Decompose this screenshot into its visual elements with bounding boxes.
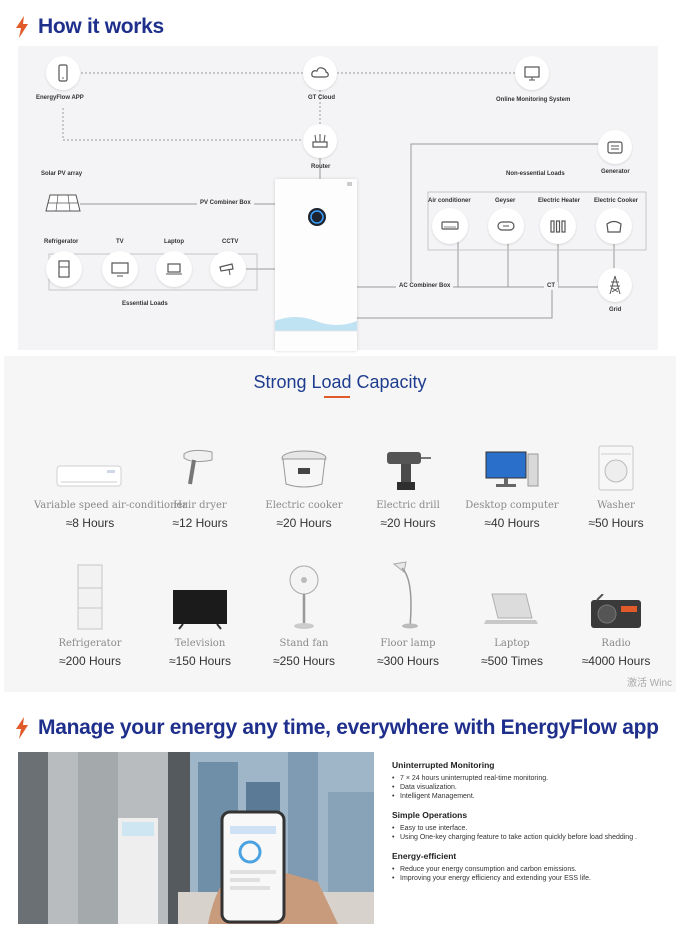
cctv-icon xyxy=(210,251,246,287)
laptop-label: Laptop xyxy=(164,239,184,245)
features-panel: Uninterrupted Monitoring 7 × 24 hours un… xyxy=(392,760,672,892)
cooker-label: Electric Cooker xyxy=(594,198,639,204)
load-item: Electric cooker ≈20 Hours xyxy=(248,440,360,530)
feature-list: Easy to use interface. Using One-key cha… xyxy=(392,824,672,842)
load-item: Laptop ≈500 Times xyxy=(456,564,568,668)
inverter-unit xyxy=(275,179,357,351)
phone-icon xyxy=(46,56,80,90)
feature-point: Data visualization. xyxy=(392,783,672,792)
title-underline xyxy=(324,396,350,398)
laptop-node-icon xyxy=(156,251,192,287)
washer-icon xyxy=(598,445,634,491)
feature-point: 7 × 24 hours uninterrupted real-time mon… xyxy=(392,774,672,783)
aircon-icon xyxy=(432,208,468,244)
capacity-title: Strong Load Capacity xyxy=(253,372,427,392)
solar-panel-icon xyxy=(44,186,82,220)
lightning-icon xyxy=(16,717,28,739)
grid-label: Grid xyxy=(609,307,622,313)
load-item: Hair dryer ≈12 Hours xyxy=(144,440,256,530)
solar-label: Solar PV array xyxy=(41,171,83,177)
feature-list: 7 × 24 hours uninterrupted real-time mon… xyxy=(392,774,672,801)
app-in-use-photo xyxy=(18,752,374,924)
refrigerator-icon xyxy=(77,564,103,630)
essential-loads-label: Essential Loads xyxy=(122,301,168,307)
cooker-icon xyxy=(596,208,632,244)
refrigerator-label: Refrigerator xyxy=(44,239,79,245)
radio-icon xyxy=(591,594,641,628)
generator-label: Generator xyxy=(601,169,630,175)
tv-label: TV xyxy=(116,239,124,245)
desktop-icon xyxy=(485,451,539,487)
load-item: Floor lamp ≈300 Hours xyxy=(352,561,464,668)
watermark-text: 激活 Winc xyxy=(627,678,672,689)
feature-point: Using One-key charging feature to take a… xyxy=(392,833,672,842)
fan-icon xyxy=(289,565,319,629)
cloud-label: GT Cloud xyxy=(308,95,335,101)
load-item: Radio ≈4000 Hours xyxy=(560,564,672,668)
section-title: How it works xyxy=(38,15,164,38)
load-item: Desktop computer ≈40 Hours xyxy=(456,440,568,530)
generator-icon xyxy=(598,130,632,164)
load-item: Variable speed air-conditioner ≈8 Hours xyxy=(34,440,187,530)
geyser-icon xyxy=(488,208,524,244)
feature-title: Uninterrupted Monitoring xyxy=(392,760,495,770)
cloud-icon xyxy=(303,56,337,90)
lightning-icon xyxy=(16,16,28,38)
load-item: Refrigerator ≈200 Hours xyxy=(34,564,146,668)
heater-label: Electric Heater xyxy=(538,198,581,204)
feature-title: Simple Operations xyxy=(392,810,468,820)
geyser-label: Geyser xyxy=(495,198,516,204)
feature-title: Energy-efficient xyxy=(392,851,457,861)
non-essential-label: Non-essential Loads xyxy=(506,171,565,177)
tv-icon xyxy=(102,251,138,287)
air-conditioner-icon xyxy=(56,465,122,487)
monitoring-label: Online Monitoring System xyxy=(496,97,571,103)
drill-icon xyxy=(387,452,431,490)
monitor-icon xyxy=(515,56,549,90)
system-diagram: EnergyFlow APP GT Cloud Online Monitorin… xyxy=(18,46,658,351)
load-capacity-section: Strong Load Capacity Variable speed air-… xyxy=(4,356,676,692)
feature-list: Reduce your energy consumption and carbo… xyxy=(392,865,672,883)
app-section-heading: Manage your energy any time, everywhere … xyxy=(14,716,659,740)
cctv-label: CCTV xyxy=(222,239,239,245)
app-label: EnergyFlow APP xyxy=(36,95,84,101)
feature-point: Improving your energy efficiency and ext… xyxy=(392,874,672,883)
lamp-icon xyxy=(392,561,418,629)
television-icon xyxy=(173,590,227,630)
feature-point: Intelligent Management. xyxy=(392,792,672,801)
rice-cooker-icon xyxy=(281,450,327,488)
load-item: Stand fan ≈250 Hours xyxy=(248,564,360,668)
fridge-icon xyxy=(46,251,82,287)
router-label: Router xyxy=(311,164,331,170)
grid-icon xyxy=(598,268,632,302)
load-item: Washer ≈50 Hours xyxy=(560,440,672,530)
load-item: Television ≈150 Hours xyxy=(144,564,256,668)
ac-combiner-label: AC Combiner Box xyxy=(396,282,454,290)
load-item: Electric drill ≈20 Hours xyxy=(352,440,464,530)
heater-icon xyxy=(540,208,576,244)
section-title: Manage your energy any time, everywhere … xyxy=(38,716,659,739)
feature-point: Easy to use interface. xyxy=(392,824,672,833)
pv-combiner-label: PV Combiner Box xyxy=(197,199,254,207)
feature-point: Reduce your energy consumption and carbo… xyxy=(392,865,672,874)
router-icon xyxy=(303,124,337,158)
hair-dryer-icon xyxy=(183,449,213,485)
how-it-works-heading: How it works xyxy=(14,15,164,39)
laptop-icon xyxy=(484,593,538,624)
aircon-label: Air conditioner xyxy=(428,198,471,204)
ct-label: CT xyxy=(544,282,558,290)
